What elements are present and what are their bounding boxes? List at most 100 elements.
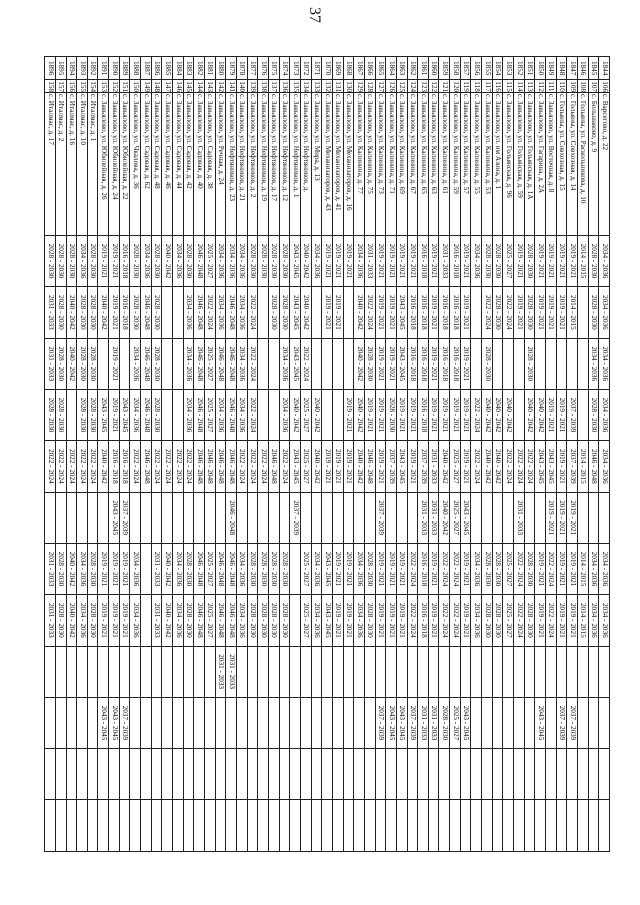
period-cell: 2043 - 2045 [108, 492, 120, 544]
period-cell: 2043 - 2045 [396, 697, 408, 749]
period-cell [577, 338, 589, 390]
period-cell: 2043 - 2045 [396, 440, 408, 493]
period-cell: 2028 - 2030 [492, 543, 503, 595]
period-cell: 2028 - 2030 [183, 594, 194, 646]
period-cell: 2028 - 2030 [44, 235, 56, 287]
period-cell [44, 799, 56, 852]
period-cell: 2022 - 2024 [247, 389, 258, 441]
item-number-cell: 132 [321, 79, 333, 93]
period-cell: 2037 - 2039 [417, 440, 429, 493]
period-cell: 2019 - 2021 [119, 543, 130, 595]
period-cell: 2034 - 2036 [183, 389, 194, 441]
row-number-cell: 1845 [588, 56, 599, 80]
period-cell [470, 338, 482, 390]
period-cell: 2019 - 2021 [556, 235, 567, 287]
period-cell [577, 389, 589, 441]
period-cell: 2034 - 2036 [311, 235, 322, 287]
period-cell [161, 286, 173, 339]
period-cell [385, 492, 397, 544]
period-cell [577, 697, 589, 749]
period-cell [161, 389, 173, 441]
item-number-cell: 158 [44, 79, 56, 93]
period-cell: 2022 - 2024 [247, 286, 258, 339]
period-cell: 2019 - 2021 [375, 594, 386, 646]
address-cell: с. Гольяны, ул. Раскольникова, д. 10 [577, 92, 589, 236]
period-cell: 2040 - 2042 [311, 389, 322, 441]
period-cell [108, 748, 120, 800]
period-cell: 2019 - 2021 [428, 338, 439, 390]
period-cell [502, 748, 514, 800]
period-cell: 2040 - 2042 [300, 286, 312, 339]
period-cell: 2028 - 2030 [55, 235, 67, 287]
period-cell: 2034 - 2036 [470, 235, 482, 287]
period-cell [98, 338, 109, 390]
period-cell: 2046 - 2048 [193, 235, 205, 287]
item-number-cell: 151 [119, 79, 130, 93]
address-cell: с. Завьялово, ул. Гольянская, д. 1А [524, 92, 535, 236]
period-cell [215, 748, 226, 800]
period-cell: 2022 - 2024 [66, 440, 77, 493]
period-cell: 2046 - 2048 [140, 286, 152, 339]
item-number-cell: 154 [87, 79, 98, 93]
period-cell: 2019 - 2021 [566, 235, 578, 287]
period-cell: 2016 - 2018 [119, 440, 130, 493]
row-number-cell: 1867 [353, 56, 365, 80]
period-cell [247, 799, 258, 852]
period-cell [161, 646, 173, 698]
period-cell [257, 286, 269, 339]
address-cell: с. Завьялово, ул. Юбилейная, д. 22 [119, 92, 130, 236]
row-number-cell: 1883 [183, 56, 194, 80]
row-number-cell: 1855 [481, 56, 493, 80]
period-cell: 2019 - 2021 [375, 389, 386, 441]
period-cell [279, 748, 290, 800]
period-cell [417, 646, 429, 698]
period-cell [129, 748, 141, 800]
period-cell: 2022 - 2024 [87, 440, 98, 493]
period-cell [439, 646, 450, 698]
period-cell: 2028 - 2030 [129, 286, 141, 339]
period-cell [502, 492, 514, 544]
period-cell: 2028 - 2030 [247, 543, 258, 595]
period-cell: 2019 - 2021 [460, 543, 471, 595]
period-cell [279, 492, 290, 544]
row-number-cell: 1878 [236, 56, 248, 80]
period-cell: 2043 - 2045 [460, 697, 471, 749]
period-cell: 2034 - 2036 [225, 235, 237, 287]
period-cell: 2028 - 2030 [588, 286, 599, 339]
period-cell: 2028 - 2030 [385, 389, 397, 441]
period-cell: 2019 - 2021 [375, 338, 386, 390]
period-cell: 2019 - 2021 [566, 543, 578, 595]
period-cell: 2019 - 2021 [332, 594, 344, 646]
period-cell: 2019 - 2021 [108, 286, 120, 339]
period-cell [524, 492, 535, 544]
item-number-cell: 155 [76, 79, 88, 93]
period-cell [44, 748, 56, 800]
period-cell: 2028 - 2030 [279, 543, 290, 595]
period-cell: 2022 - 2024 [172, 440, 184, 493]
period-cell [311, 286, 322, 339]
period-cell: 2028 - 2030 [439, 697, 450, 749]
period-cell [87, 697, 98, 749]
period-cell [119, 338, 130, 390]
period-cell: 2031 - 2033 [428, 440, 439, 493]
period-cell [332, 748, 344, 800]
period-cell [460, 799, 471, 852]
period-cell [76, 748, 88, 800]
period-cell [140, 646, 152, 698]
period-cell [76, 799, 88, 852]
period-cell [524, 646, 535, 698]
address-cell: с. Завьялово, ул. Калинина, д. 59 [449, 92, 461, 236]
address-cell: с. Завьялово, ул. Мира, д. 13 [311, 92, 322, 236]
row-number-cell: 1881 [204, 56, 216, 80]
item-number-cell: 138 [257, 79, 269, 93]
period-cell [598, 697, 610, 749]
period-cell [598, 748, 610, 800]
period-cell [396, 799, 408, 852]
